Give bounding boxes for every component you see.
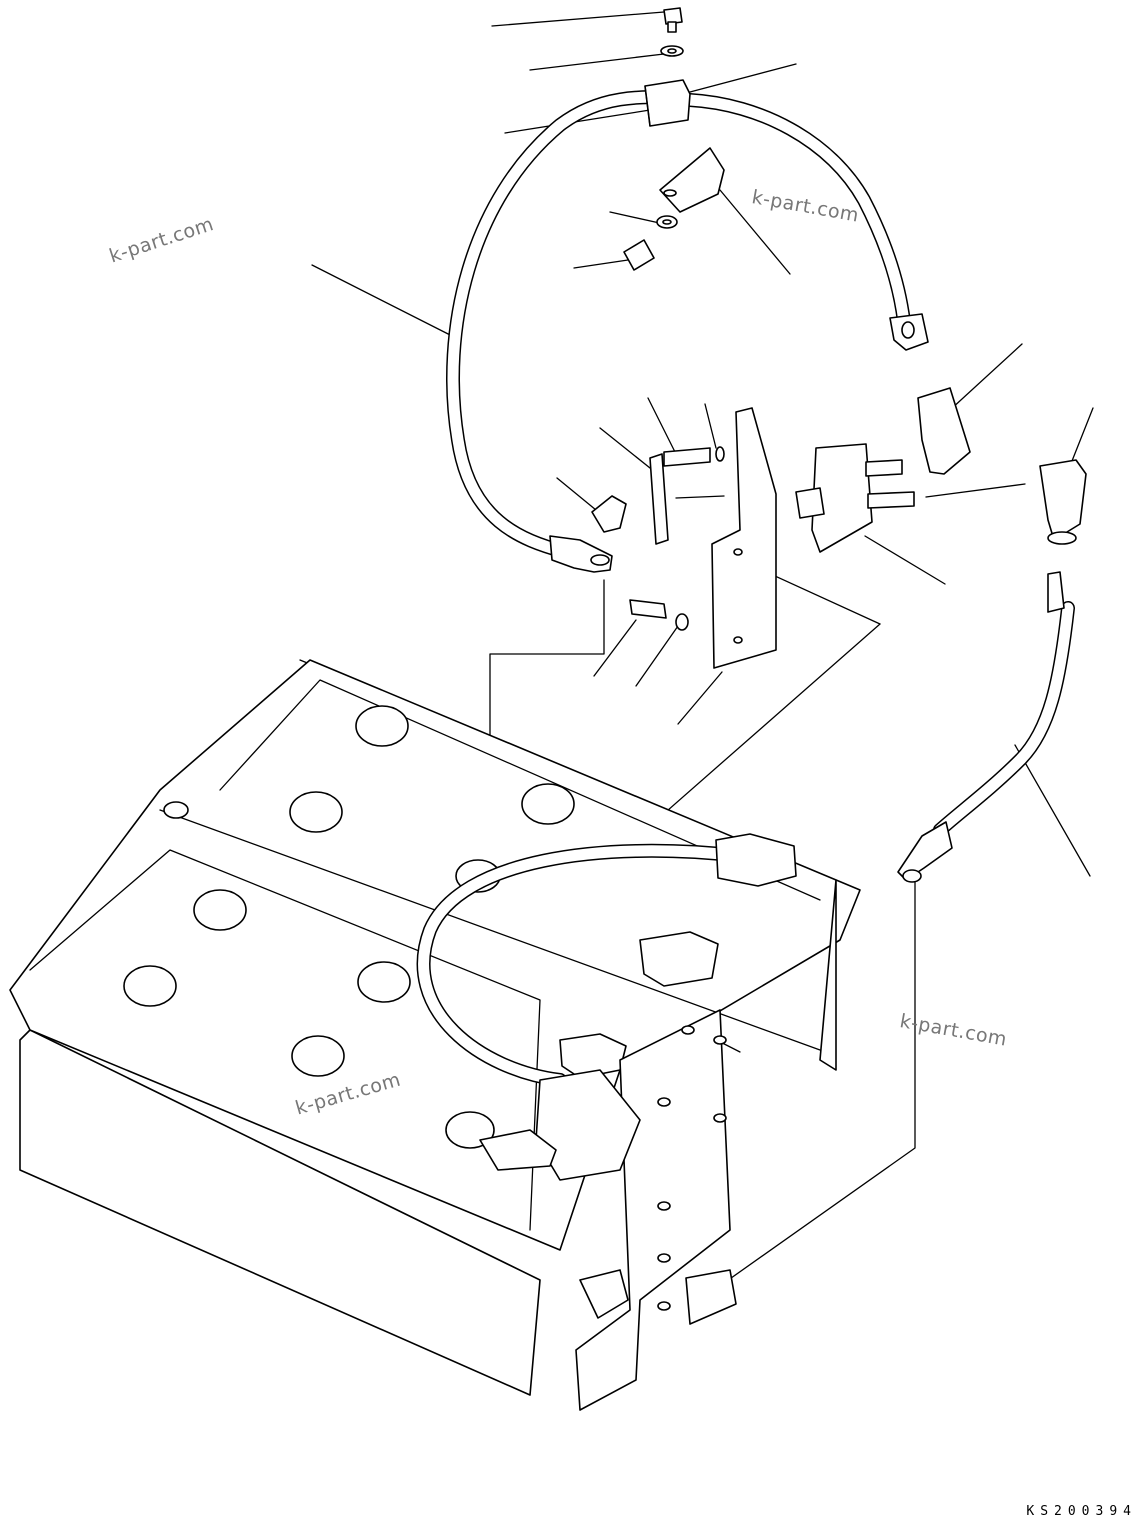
terminal-covers [917,387,1087,545]
cable-clamp [644,7,691,127]
battery-jumper-cable [416,833,797,1087]
cable-lugs [549,313,929,573]
drawing-code: KS200394 [1026,1504,1137,1519]
mounted-switch-assembly [479,1009,737,1411]
ground-cable [897,571,1075,883]
positive-cable [446,90,911,559]
switch-mount-plate [591,407,777,669]
clamp-bracket [623,147,725,271]
battery-disconnect-switch [795,443,915,553]
battery [9,659,861,1396]
